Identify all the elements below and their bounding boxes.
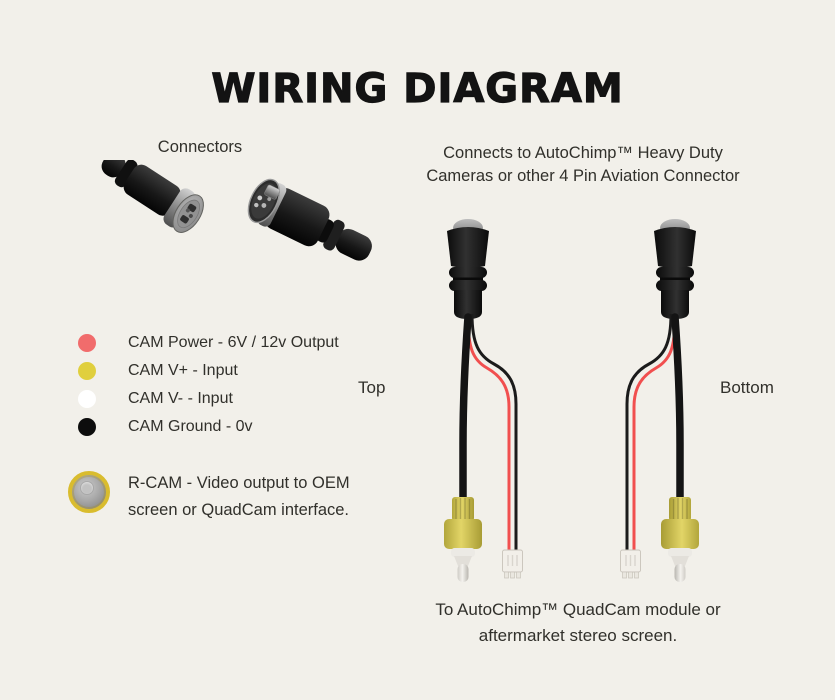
legend-item-cam-v-plus: CAM V+ - Input <box>78 357 339 385</box>
cam-v-minus-label: CAM V- - Input <box>128 390 233 407</box>
cam-v-plus-dot <box>78 362 96 380</box>
aviation-connectors-image <box>101 160 372 261</box>
male-aviation-connector-icon <box>247 178 372 261</box>
bottom-cable-label: Bottom <box>720 378 774 397</box>
page-title: WIRING DIAGRAM <box>211 65 624 112</box>
module-note-line2: aftermarket stereo screen. <box>478 626 678 645</box>
cam-ground-dot <box>78 418 96 436</box>
top-cable-image <box>398 214 568 589</box>
camera-note-line2: Cameras or other 4 Pin Aviation Connecto… <box>426 167 740 185</box>
rcam-note: R-CAM - Video output to OEM screen or Qu… <box>128 470 350 524</box>
camera-note-line1: Connects to AutoChimp™ Heavy Duty <box>443 144 723 162</box>
rcam-note-line1: R-CAM - Video output to OEM <box>128 474 350 492</box>
legend-item-cam-ground: CAM Ground - 0v <box>78 413 339 441</box>
connectors-label: Connectors <box>157 138 243 156</box>
wire-color-legend: CAM Power - 6V / 12v Output CAM V+ - Inp… <box>78 329 339 441</box>
module-note-line1: To AutoChimp™ QuadCam module or <box>435 600 721 619</box>
bottom-cable-image <box>575 214 745 589</box>
legend-item-cam-v-minus: CAM V- - Input <box>78 385 339 413</box>
female-aviation-connector-icon <box>101 160 204 233</box>
cam-v-minus-dot <box>78 390 96 408</box>
camera-connection-note: Connects to AutoChimp™ Heavy Duty Camera… <box>403 142 763 188</box>
legend-item-cam-power: CAM Power - 6V / 12v Output <box>78 329 339 357</box>
rca-jack-icon <box>68 471 110 513</box>
module-connection-note: To AutoChimp™ QuadCam module or aftermar… <box>398 597 758 649</box>
cam-power-dot <box>78 334 96 352</box>
top-cable-label: Top <box>358 378 386 397</box>
cam-ground-label: CAM Ground - 0v <box>128 418 253 435</box>
rcam-note-line2: screen or QuadCam interface. <box>128 501 350 519</box>
cam-v-plus-label: CAM V+ - Input <box>128 362 238 379</box>
cam-power-label: CAM Power - 6V / 12v Output <box>128 334 339 351</box>
